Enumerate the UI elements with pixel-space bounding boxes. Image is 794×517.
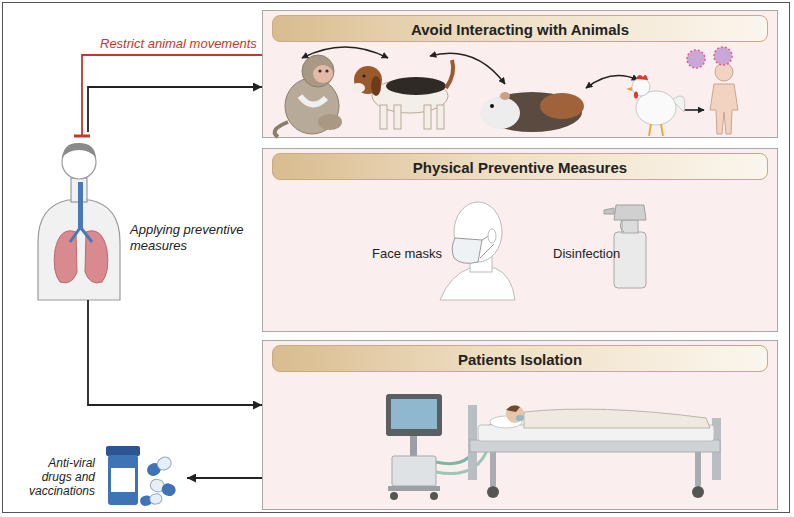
panel-heading: Physical Preventive Measures: [272, 153, 768, 180]
ventilator-illustration-part: [392, 456, 436, 486]
hospital-bed-illustration-part: [692, 486, 704, 498]
dog-illustration-part: [424, 105, 431, 129]
item-label: Disinfection: [553, 246, 620, 261]
monkey-illustration-part: [318, 114, 342, 130]
hospital-bed-illustration-part: [695, 452, 701, 486]
drug-bottle-capsules-part-part: [160, 482, 177, 498]
hospital-bed-illustration-part: [516, 415, 524, 421]
monkey-illustration-part: [302, 55, 334, 87]
spray-bottle-illustration-part: [614, 205, 646, 220]
dog-illustration-part: [437, 105, 444, 129]
masked-head-illustration-part: [488, 229, 496, 243]
connector-arrow: [88, 87, 262, 132]
person-lungs-figure-part: [62, 143, 96, 158]
person-lungs-figure-part: [78, 182, 83, 230]
connector-arrow: [82, 55, 262, 136]
dog-illustration-part: [386, 77, 446, 95]
node-label: Applying preventive measures: [130, 222, 252, 254]
animal-arrow-part: [684, 109, 704, 111]
chicken-illustration-part: [634, 92, 638, 99]
ventilator-illustration-part: [386, 394, 442, 436]
hospital-bed-illustration-part: [506, 405, 524, 423]
ventilator-illustration-part: [410, 436, 417, 458]
dog-illustration-part: [380, 105, 387, 129]
drug-bottle-capsules-part: [106, 446, 140, 456]
hospital-bed-illustration-part: [470, 440, 720, 452]
monkey-illustration-part: [318, 69, 321, 72]
hospital-bed-illustration-part: [487, 486, 499, 498]
connector-arrow: [187, 477, 262, 479]
dog-illustration-part: [351, 83, 365, 93]
masked-head-illustration-part: [452, 238, 482, 263]
spray-bottle-illustration-part: [622, 220, 638, 233]
drug-bottle-capsules-part: [111, 468, 135, 492]
guinea-pig-illustration-part: [500, 92, 510, 100]
node-label: Anti-viral drugs and vaccinations: [15, 456, 95, 498]
guinea-pig-illustration-part: [540, 93, 584, 119]
ventilator-illustration-part: [390, 492, 398, 500]
virus-particle-part: [687, 50, 705, 68]
monkey-illustration-part: [300, 96, 326, 105]
hospital-bed-illustration-part: [490, 452, 496, 486]
person-lungs-figure-part: [70, 228, 92, 242]
drug-bottle-capsules-part: [145, 455, 174, 478]
item-label: Face masks: [372, 246, 442, 261]
ventilator-illustration-part: [391, 399, 437, 429]
virus-particle-part: [714, 47, 732, 65]
drug-bottle-capsules-part: [108, 455, 138, 505]
panel-box: Physical Preventive Measures: [262, 148, 778, 332]
panel-heading: Avoid Interacting with Animals: [272, 15, 768, 42]
drug-bottle-capsules: [106, 446, 177, 507]
monkey-illustration-part: [313, 65, 333, 83]
human-illustration-part: [715, 63, 733, 81]
dog-illustration-part: [394, 105, 401, 129]
drug-bottle-capsules-part-part: [149, 493, 163, 505]
drug-bottle-capsules-part: [139, 493, 162, 507]
drug-bottle-capsules-part-part: [155, 455, 173, 472]
guinea-pig-illustration-part: [490, 104, 494, 108]
dog-illustration-part: [362, 74, 365, 77]
panel-heading: Patients Isolation: [272, 345, 768, 372]
edge-label: Restrict animal movements: [100, 36, 257, 51]
dog-illustration-part: [371, 76, 381, 96]
person-lungs-figure: [38, 143, 120, 300]
monkey-illustration-part: [325, 69, 328, 72]
ventilator-illustration-part: [388, 486, 440, 491]
guinea-pig-illustration-part: [480, 97, 520, 129]
connector-arrow: [88, 300, 262, 405]
ventilator-illustration-part: [430, 492, 438, 500]
